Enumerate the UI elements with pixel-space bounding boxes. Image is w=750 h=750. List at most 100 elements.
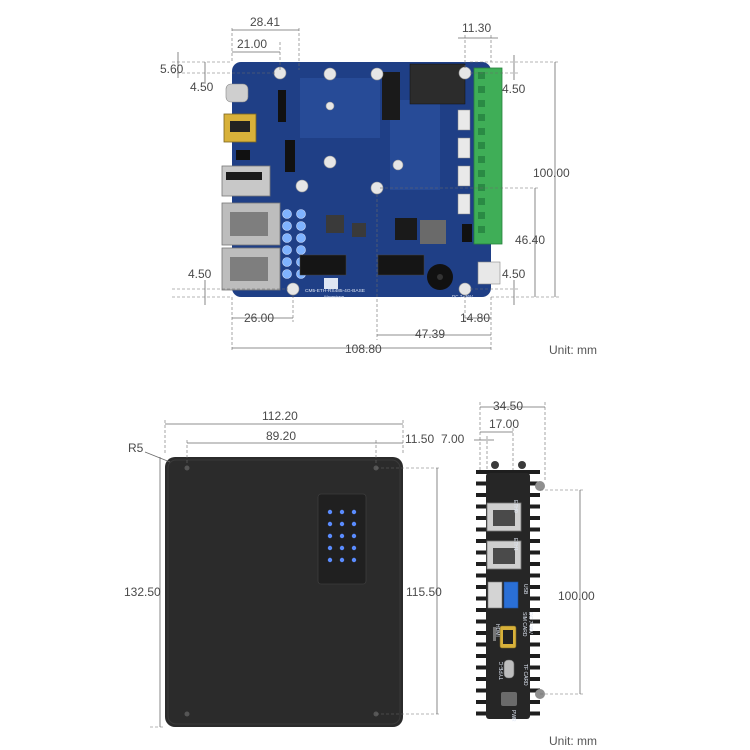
side-usb3-port[interactable]	[503, 581, 519, 609]
label-hdmi: HDMI	[494, 624, 500, 637]
component-block	[382, 72, 400, 120]
m2-slot-2	[377, 254, 425, 276]
dim-14-80: 14.80	[460, 311, 490, 325]
dc-jack	[477, 261, 501, 285]
dim-4-50-tr: 4.50	[502, 82, 526, 96]
case-led	[339, 521, 345, 527]
dim-5-60: 5.60	[160, 62, 184, 76]
case-led	[351, 545, 357, 551]
case-led	[327, 557, 333, 563]
label-eth0: ETH0	[512, 500, 518, 513]
side-typec-port[interactable]	[503, 659, 515, 679]
led	[282, 233, 292, 243]
sim-slot	[493, 627, 496, 641]
inductor-2	[352, 223, 366, 237]
side-connector	[457, 165, 471, 187]
side-usb2-port[interactable]	[487, 581, 503, 609]
side-hdmi-opening	[503, 630, 513, 644]
side-connector	[457, 137, 471, 159]
terminal-pins	[478, 72, 485, 233]
ethernet-opening-2	[230, 257, 268, 281]
silk-power: DC 7~36V	[452, 294, 473, 299]
terminal-screw	[478, 156, 485, 163]
terminal-screw	[478, 212, 485, 219]
inductor-1	[326, 215, 344, 233]
terminal-screw	[478, 86, 485, 93]
terminal-screw	[478, 100, 485, 107]
fin	[476, 470, 540, 474]
case-top-view: 112.20 89.20 11.50 R5 132.50 115.50	[124, 409, 442, 728]
silk-model: CM5-ETH-RS485-4G-BASE	[305, 288, 365, 294]
side-screw	[491, 461, 499, 469]
terminal-screw	[478, 184, 485, 191]
mount-hole-m5	[325, 101, 335, 111]
dim-89-20: 89.20	[266, 429, 296, 443]
dim-4-50-br: 4.50	[502, 267, 526, 281]
dim-28-41: 28.41	[250, 15, 280, 29]
case-led	[327, 545, 333, 551]
hdmi-opening	[230, 121, 250, 132]
unit-label-top: Unit: mm	[549, 343, 597, 357]
ethernet-opening-1	[230, 212, 268, 236]
mount-hole-m2	[323, 155, 337, 169]
led-window	[317, 493, 367, 585]
led	[296, 221, 306, 231]
side-pwr-connector[interactable]	[501, 692, 517, 706]
inductor-big	[420, 220, 446, 244]
mount-hole-t2	[323, 67, 337, 81]
relay	[409, 63, 466, 105]
case-led-array	[327, 509, 357, 563]
case-led	[351, 521, 357, 527]
screw-hole	[184, 711, 190, 717]
fpc-connector-1	[278, 90, 286, 122]
label-usb: USB	[522, 584, 528, 595]
case-led	[327, 509, 333, 515]
led	[282, 209, 292, 219]
label-typec: TYPE-C	[499, 661, 505, 680]
usb-a-tongue	[226, 172, 262, 180]
dim-17-00: 17.00	[489, 417, 519, 431]
dim-r5: R5	[128, 441, 144, 455]
board-view: CM5-ETH-RS485-4G-BASE DC 7~36V Waveshare…	[160, 15, 597, 357]
case-led	[351, 509, 357, 515]
chip-2	[462, 224, 472, 242]
dim-leader-r5	[144, 451, 171, 463]
dim-108-80: 108.80	[345, 342, 382, 356]
chip-1	[395, 218, 417, 240]
dim-34-50: 34.50	[493, 399, 523, 413]
terminal-screw	[478, 114, 485, 121]
dim-115-50: 115.50	[406, 585, 442, 599]
terminal-screw	[478, 226, 485, 233]
label-eth1: ETH1	[512, 538, 518, 551]
side-eth1-opening	[493, 548, 515, 564]
pcb-area-label	[300, 78, 380, 138]
case-led	[351, 533, 357, 539]
dim-11-50: 11.50	[405, 432, 434, 446]
unit-label-bottom: Unit: mm	[549, 734, 597, 748]
mount-hole-m4	[392, 159, 404, 171]
dim-7-00: 7.00	[441, 432, 465, 446]
label-dc: DC 7-36V	[527, 612, 533, 635]
case-top-body	[165, 457, 403, 727]
label-tf: TF CARD	[522, 664, 528, 686]
led	[282, 269, 292, 279]
mount-hole-tr	[458, 66, 472, 80]
dim-4-50-bl: 4.50	[188, 267, 212, 281]
usb-c-port	[225, 83, 249, 103]
led	[282, 245, 292, 255]
case-led	[339, 545, 345, 551]
case-led	[339, 557, 345, 563]
dim-side-100-00: 100.00	[558, 589, 595, 603]
dim-132-50: 132.50	[124, 585, 161, 599]
case-led	[327, 521, 333, 527]
dim-100-00: 100.00	[533, 166, 570, 180]
dim-26-00: 26.00	[244, 311, 274, 325]
mount-hole-m1	[295, 179, 309, 193]
led	[282, 257, 292, 267]
dim-4-50-tl: 4.50	[190, 80, 214, 94]
label-pwr: PWR	[510, 710, 516, 722]
terminal-screw	[478, 72, 485, 79]
side-eth0-opening	[493, 510, 515, 526]
dim-47-39: 47.39	[415, 327, 445, 341]
led	[282, 221, 292, 231]
